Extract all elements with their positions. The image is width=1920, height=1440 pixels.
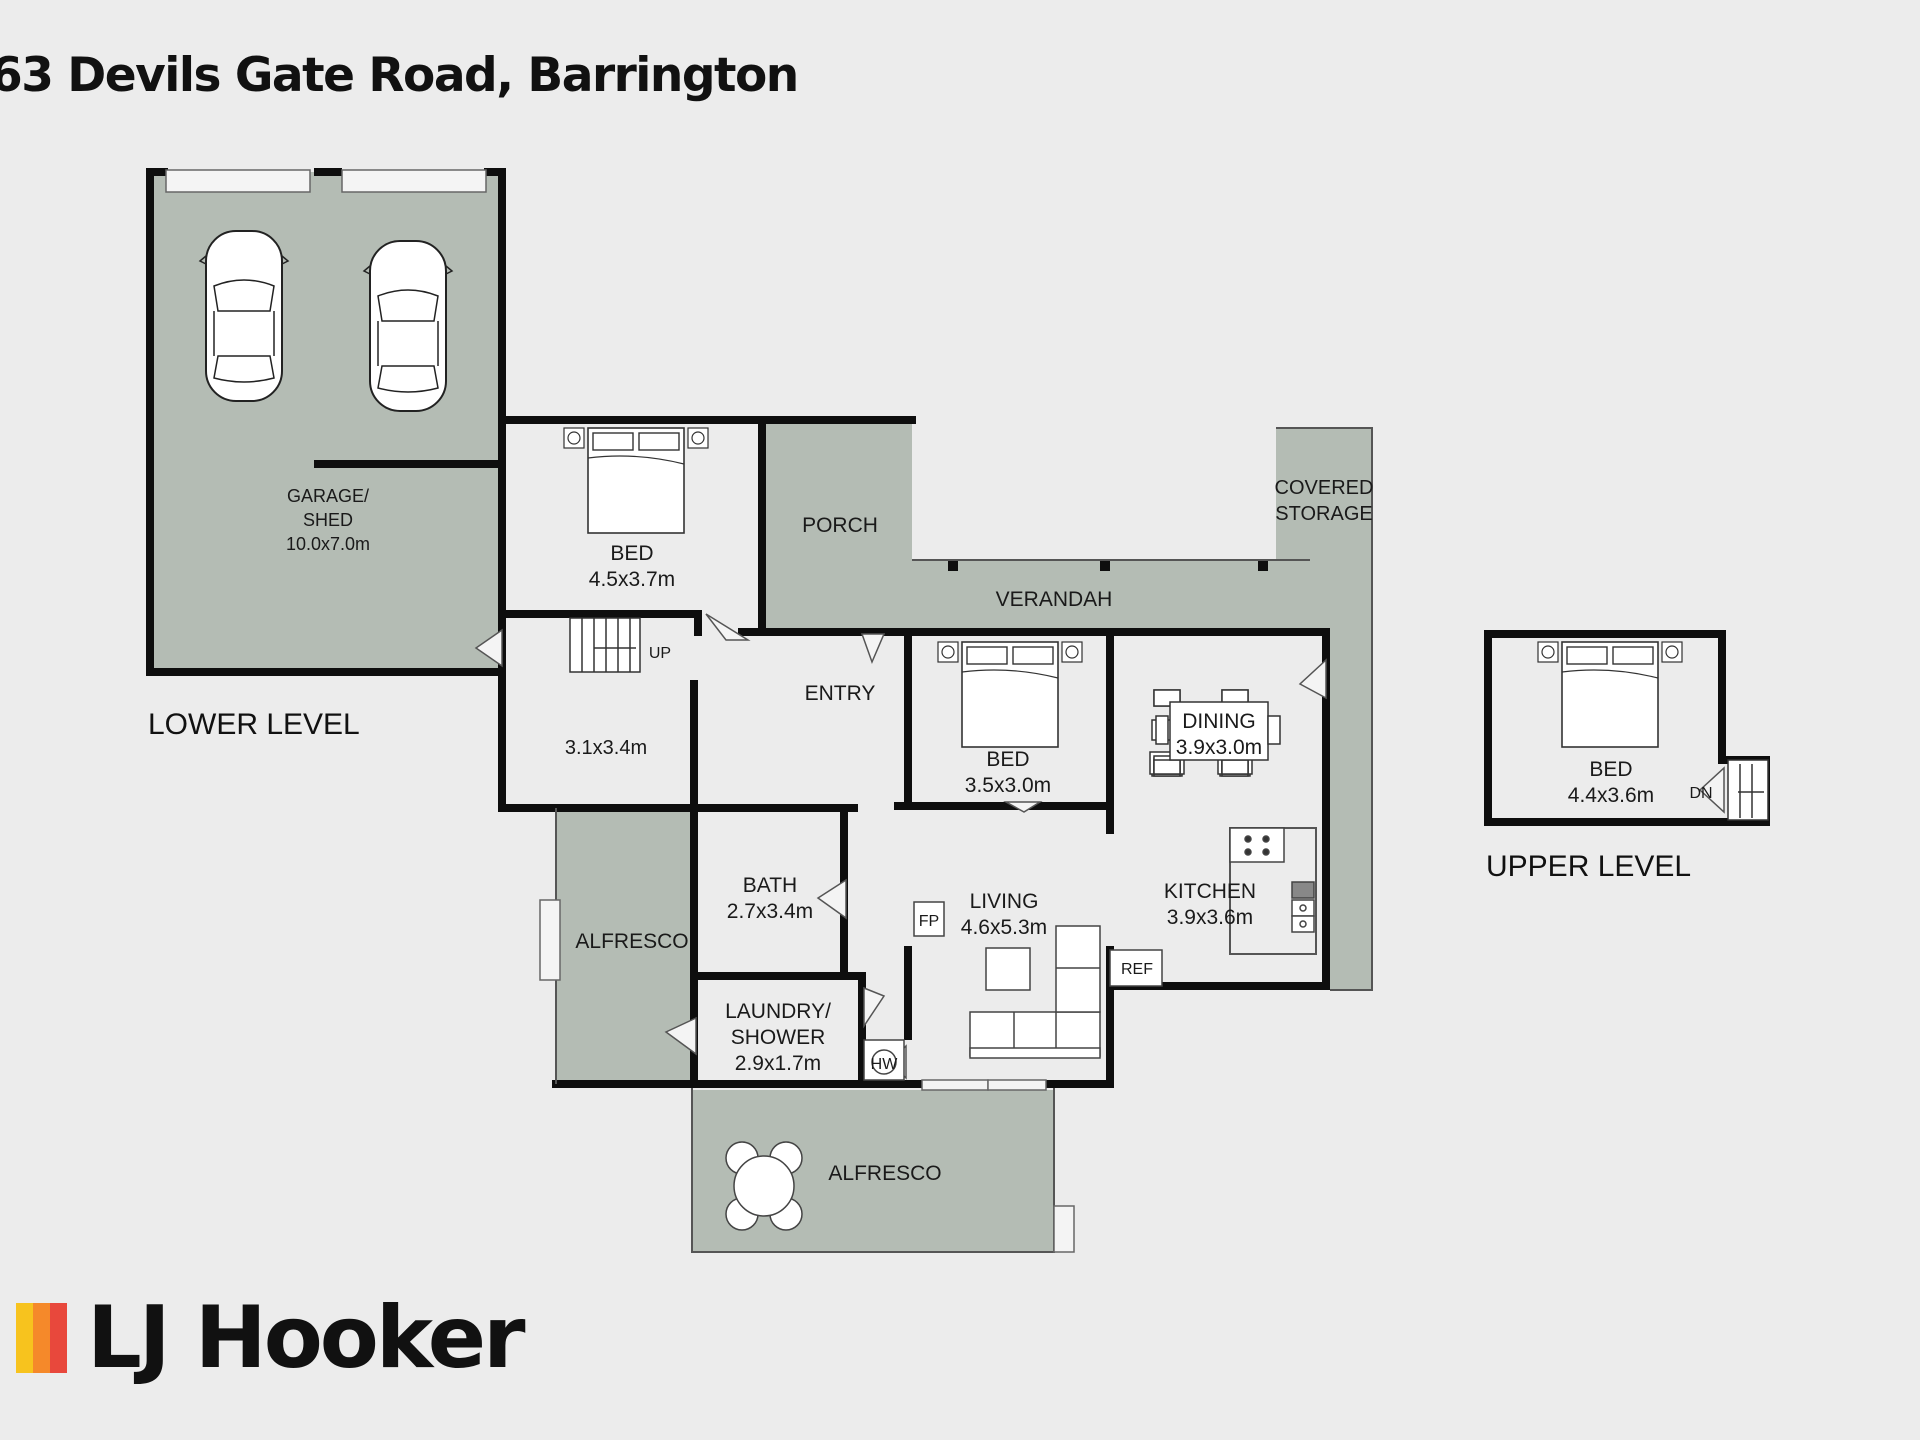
stairs-up-label: UP	[649, 645, 671, 662]
dining-size: 3.9x3.0m	[1176, 736, 1262, 759]
car-icon	[363, 240, 453, 412]
stairs	[569, 617, 1769, 821]
outdoor-table-icon	[725, 1141, 803, 1231]
bath-label: BATH	[743, 874, 797, 897]
verandah-label: VERANDAH	[996, 588, 1113, 611]
bath-size: 2.7x3.4m	[727, 900, 813, 923]
lower-level-label: LOWER LEVEL	[148, 708, 360, 741]
windows	[165, 169, 1075, 1253]
fireplace-label: FP	[919, 913, 939, 930]
room-labels: GARAGE/ SHED 10.0x7.0m BED 4.5x3.7m PORC…	[286, 477, 1713, 1185]
garage-size: 10.0x7.0m	[286, 534, 370, 554]
alfresco-label: ALFRESCO	[575, 930, 688, 953]
hot-water-label: HW	[871, 1056, 899, 1073]
living-size: 4.6x5.3m	[961, 916, 1047, 939]
alfresco-rear-label: ALFRESCO	[828, 1162, 941, 1185]
upper-level-label: UPPER LEVEL	[1486, 850, 1692, 883]
bed2-size: 3.5x3.0m	[965, 774, 1051, 797]
bed-upper-label: BED	[1589, 758, 1632, 781]
kitchen-fittings	[1109, 827, 1315, 987]
bed1-size: 4.5x3.7m	[589, 568, 675, 591]
stairs-room-size: 3.1x3.4m	[565, 737, 647, 759]
living-furniture	[863, 901, 1101, 1081]
dining-label: DINING	[1182, 710, 1256, 733]
laundry-label: LAUNDRY/	[725, 1000, 831, 1023]
fridge-label: REF	[1121, 961, 1153, 978]
property-address-title: 63 Devils Gate Road, Barrington	[0, 48, 799, 103]
garage-label: SHED	[303, 510, 353, 530]
car-icon	[199, 230, 289, 402]
covered-storage-label: COVERED	[1275, 477, 1374, 499]
bed-icon	[937, 641, 1083, 748]
stairs-down-label: DN	[1689, 785, 1712, 802]
covered-storage-label: STORAGE	[1275, 503, 1372, 525]
dining-table-icon	[1149, 689, 1281, 777]
brand-name: LJ Hooker	[87, 1288, 526, 1388]
lj-hooker-logo: LJ Hooker	[16, 1288, 526, 1388]
bed-upper-size: 4.4x3.6m	[1568, 784, 1654, 807]
doors	[474, 613, 1725, 1080]
laundry-size: 2.9x1.7m	[735, 1052, 821, 1075]
laundry-label: SHOWER	[731, 1026, 826, 1049]
kitchen-size: 3.9x3.6m	[1167, 906, 1253, 929]
walls	[146, 168, 1770, 1088]
living-label: LIVING	[970, 890, 1039, 913]
bed2-label: BED	[986, 748, 1029, 771]
entry-label: ENTRY	[805, 682, 876, 705]
logo-stripes-icon	[16, 1303, 67, 1373]
bed-icon	[563, 427, 709, 534]
bed-icon	[1537, 641, 1683, 748]
bed1-label: BED	[610, 542, 653, 565]
garage-label: GARAGE/	[287, 486, 369, 506]
porch-label: PORCH	[802, 514, 878, 537]
kitchen-label: KITCHEN	[1164, 880, 1256, 903]
